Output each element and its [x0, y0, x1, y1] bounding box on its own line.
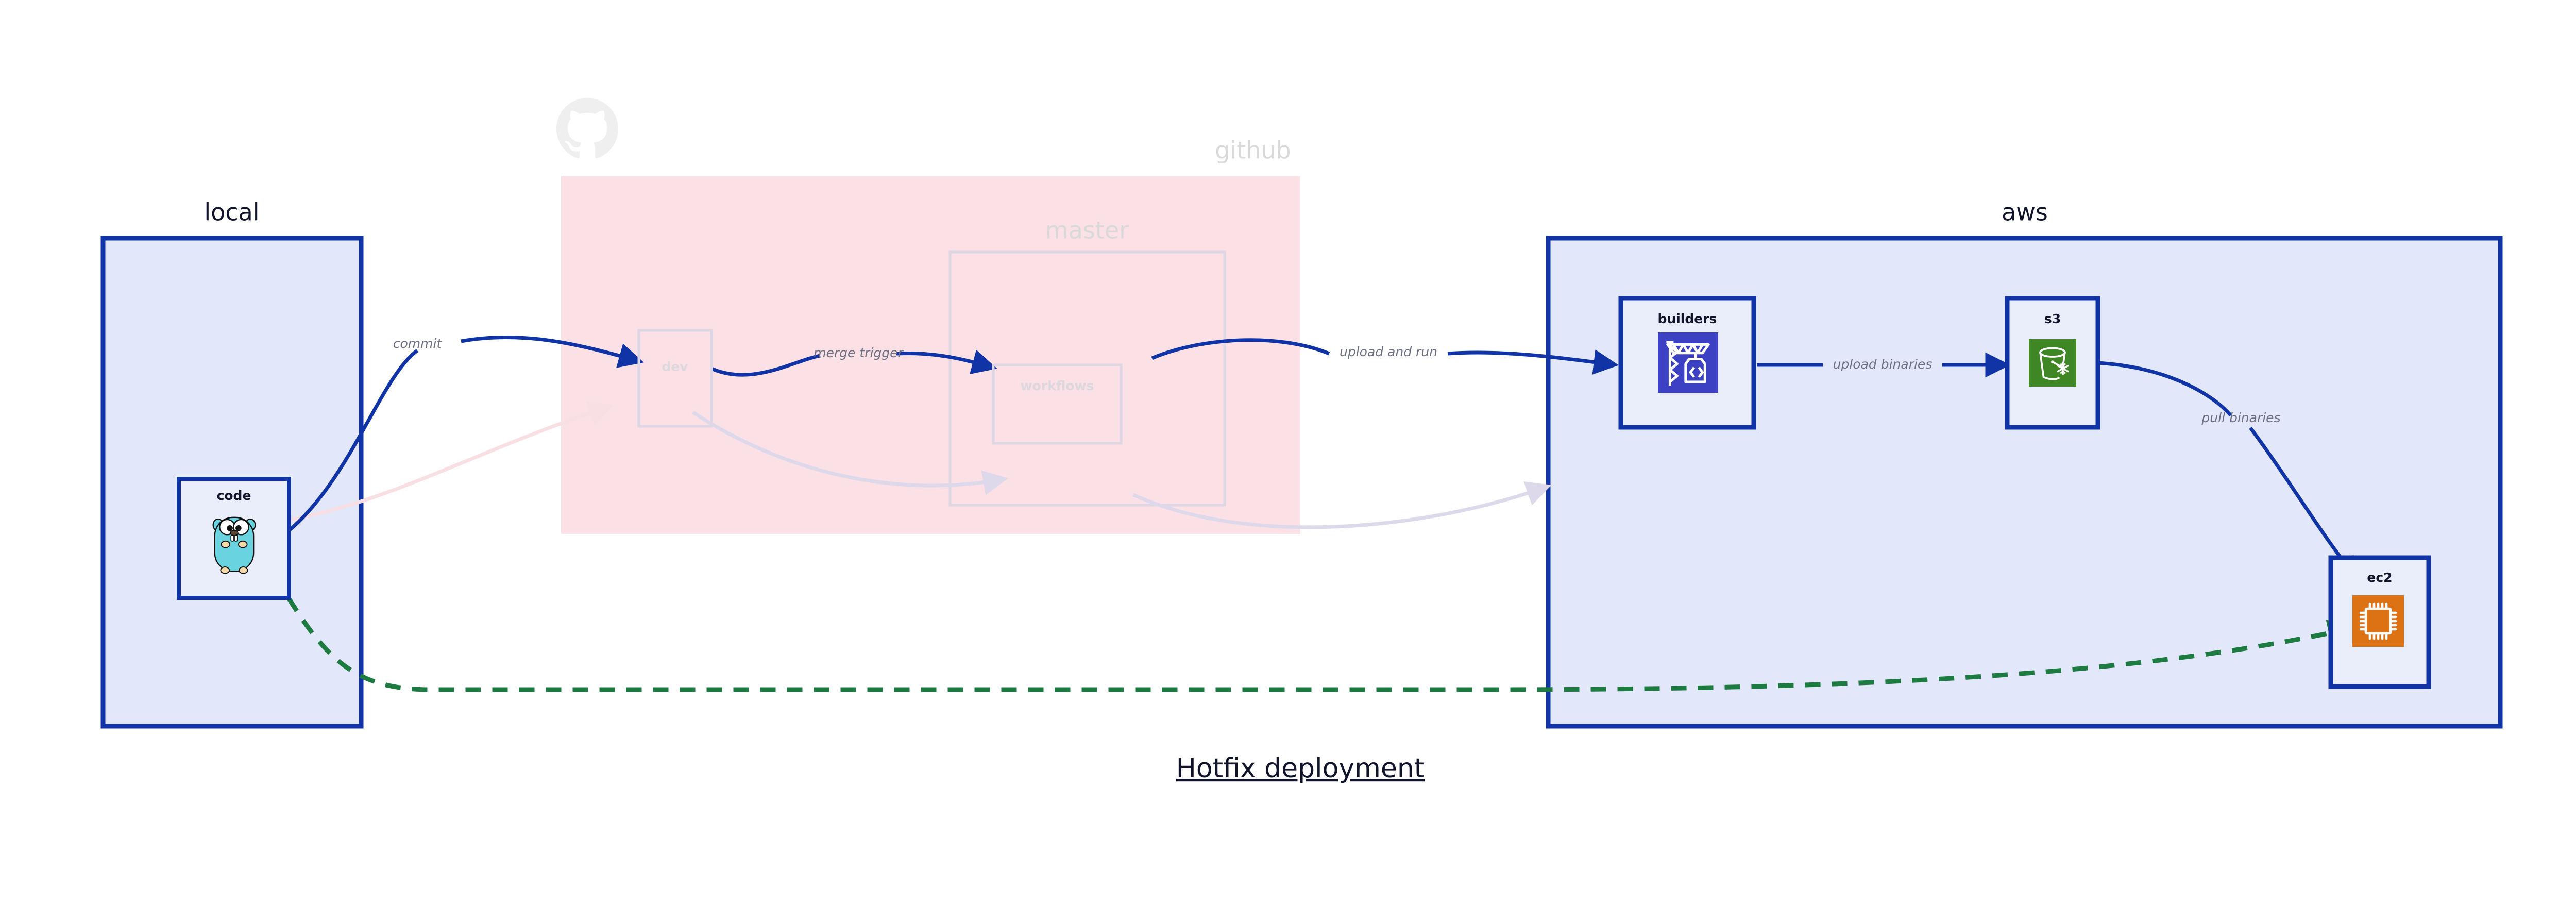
group-master[interactable]: master [948, 216, 1226, 507]
group-label-aws: aws [2002, 198, 2048, 226]
edge-hotfix-direct[interactable] [286, 596, 2357, 692]
faded-edge-dev-workflows [692, 411, 1009, 495]
node-code[interactable]: code [177, 477, 291, 600]
node-label-dev: dev [662, 359, 688, 374]
node-workflows-box[interactable] [992, 363, 1123, 445]
node-dev[interactable]: dev [637, 329, 713, 428]
edge-upload-and-run[interactable]: upload and run [1151, 338, 1619, 375]
node-s3[interactable]: s3 [2005, 296, 2100, 430]
github-octocat-icon [556, 98, 618, 159]
node-label-ec2: ec2 [2367, 570, 2392, 585]
node-label-workflows: workflows [1021, 378, 1094, 393]
edge-label-commit: commit [393, 336, 443, 351]
edge-commit-path-b [461, 335, 644, 368]
edge-hotfix-dashed-path [286, 596, 2357, 692]
edge-merge-trigger[interactable]: merge trigger [710, 345, 997, 377]
node-workflows[interactable]: workflows [992, 363, 1123, 445]
edge-pb-path-a [2097, 361, 2232, 417]
group-label-github: github [1215, 137, 1291, 164]
node-label-code: code [217, 488, 251, 503]
edge-uar-path-a [1151, 338, 1330, 360]
edge-commit-path-a [287, 349, 419, 532]
group-label-local: local [204, 198, 259, 226]
aws-ec2-icon [2352, 595, 2404, 647]
group-github[interactable]: github [556, 98, 1300, 534]
edge-label-upload-binaries: upload binaries [1833, 357, 1933, 372]
edge-commit[interactable]: commit [287, 335, 644, 532]
node-builders[interactable]: builders [1618, 296, 1756, 430]
aws-s3-icon [2029, 339, 2076, 387]
node-label-builders: builders [1658, 311, 1717, 326]
node-label-s3: s3 [2044, 311, 2061, 326]
go-gopher-icon [212, 516, 256, 574]
edge-upload-binaries[interactable]: upload binaries [1757, 352, 2011, 378]
node-dev-box[interactable] [637, 329, 713, 428]
edge-merge-path-b [896, 349, 997, 374]
aws-codebuild-icon [1658, 332, 1718, 393]
group-label-master: master [1045, 216, 1129, 244]
edge-merge-path-a [710, 354, 821, 377]
edge-label-merge-trigger: merge trigger [814, 345, 904, 360]
node-ec2[interactable]: ec2 [2328, 555, 2431, 689]
page-title: Hotfix deployment [1176, 753, 1425, 784]
faded-edge-workflows-builders [1132, 481, 1552, 529]
master-group-box[interactable] [948, 250, 1226, 507]
edge-label-upload-and-run: upload and run [1340, 344, 1437, 359]
edge-label-pull-binaries: pull binaries [2201, 410, 2280, 425]
edge-uar-path-b [1447, 349, 1619, 375]
